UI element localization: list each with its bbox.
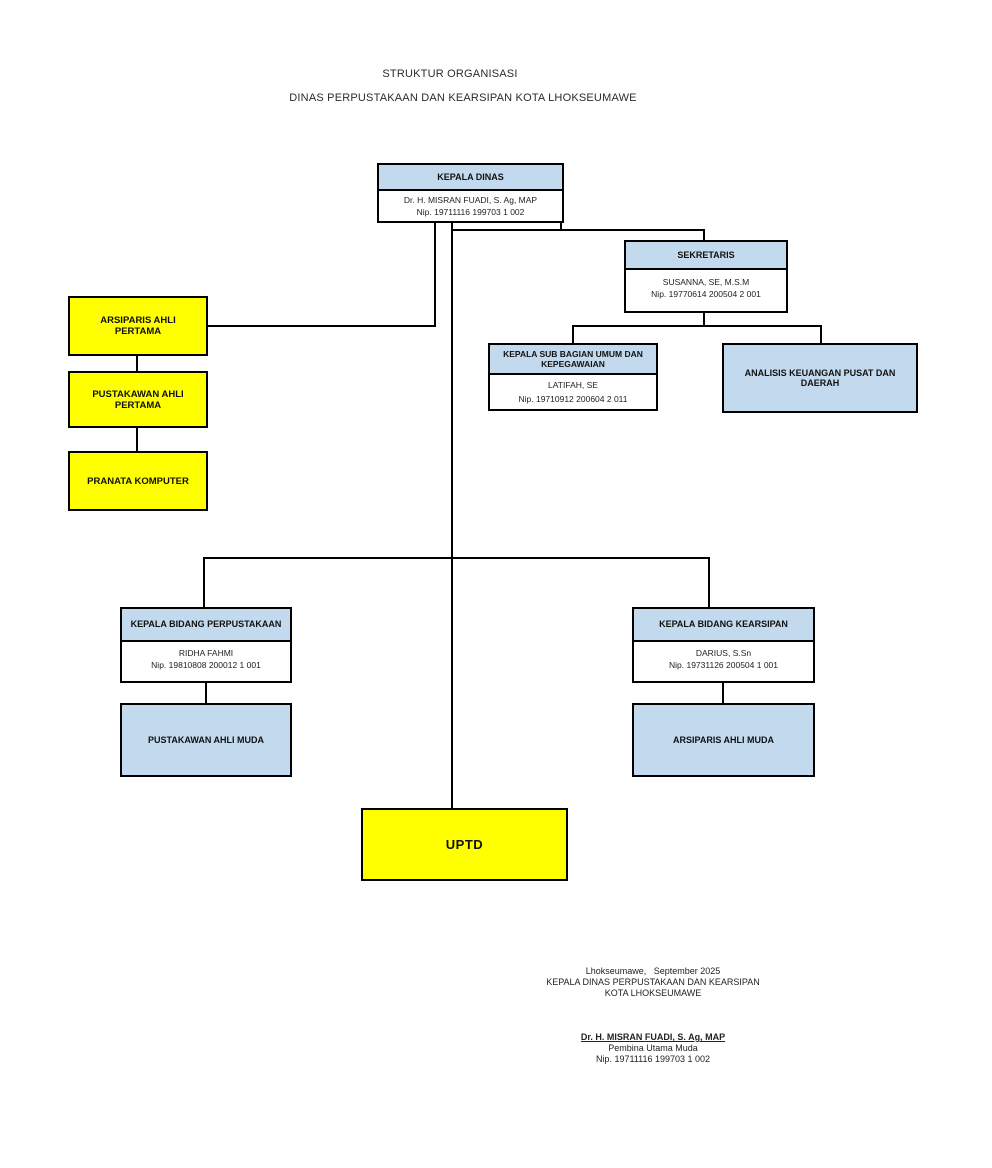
connector-pustakawan-muda-drop bbox=[205, 683, 207, 704]
org-box-kepala-bidang-perpustakaan-title: KEPALA BIDANG PERPUSTAKAAN bbox=[122, 609, 290, 642]
org-box-label: PUSTAKAWAN AHLI PERTAMA bbox=[92, 388, 184, 411]
org-box-label: PUSTAKAWAN AHLI MUDA bbox=[148, 735, 264, 745]
connector-sekretaris-horizontal bbox=[451, 229, 705, 231]
org-box-pustakawan-ahli-pertama: PUSTAKAWAN AHLI PERTAMA bbox=[68, 371, 208, 428]
org-box-pustakawan-ahli-muda: PUSTAKAWAN AHLI MUDA bbox=[120, 703, 292, 777]
org-box-kepala-dinas: KEPALA DINAS Dr. H. MISRAN FUADI, S. Ag,… bbox=[377, 163, 564, 223]
org-box-kepala-dinas-title: KEPALA DINAS bbox=[379, 165, 562, 191]
official-nip: Nip. 19731126 200504 1 001 bbox=[668, 660, 779, 670]
org-box-label: PRANATA KOMPUTER bbox=[87, 475, 189, 487]
signature-header: Lhokseumawe, September 2025 KEPALA DINAS… bbox=[453, 966, 853, 999]
org-box-arsiparis-ahli-muda: ARSIPARIS AHLI MUDA bbox=[632, 703, 815, 777]
official-nip: Nip. 19770614 200504 2 001 bbox=[651, 289, 761, 299]
official-name: RIDHA FAHMI bbox=[178, 648, 234, 658]
signature-footer: Dr. H. MISRAN FUADI, S. Ag, MAP Pembina … bbox=[453, 1032, 853, 1065]
connector-sub-split-horizontal bbox=[572, 325, 822, 327]
org-box-label: ARSIPARIS AHLI PERTAMA bbox=[100, 315, 176, 337]
org-box-kepala-dinas-body: Dr. H. MISRAN FUADI, S. Ag, MAP Nip. 197… bbox=[379, 191, 562, 221]
org-box-kepala-bidang-perpustakaan-body: RIDHA FAHMI Nip. 19810808 200012 1 001 bbox=[122, 642, 290, 681]
connector-analisis-drop bbox=[820, 325, 822, 345]
connector-bidang-perpustakaan-drop bbox=[203, 557, 205, 609]
connector-bidang-kearsipan-drop bbox=[708, 557, 710, 609]
org-box-arsiparis-ahli-pertama: ARSIPARIS AHLI PERTAMA bbox=[68, 296, 208, 356]
org-box-uptd: UPTD bbox=[361, 808, 568, 881]
connector-bidang-split-horizontal bbox=[203, 557, 710, 559]
org-box-analisis-keuangan: ANALISIS KEUANGAN PUSAT DAN DAERAH bbox=[722, 343, 918, 413]
org-box-label: UPTD bbox=[445, 837, 484, 852]
official-name: Dr. H. MISRAN FUADI, S. Ag, MAP bbox=[403, 195, 538, 205]
connector-sekretaris-bottom bbox=[703, 313, 705, 327]
org-box-pranata-komputer: PRANATA KOMPUTER bbox=[68, 451, 208, 511]
connector-yellow-1-2 bbox=[136, 356, 138, 372]
connector-left-branch-vertical bbox=[434, 222, 436, 327]
org-box-kepala-sub-bagian-body: LATIFAH, SE Nip. 19710912 200604 2 011 bbox=[490, 375, 656, 409]
official-name: LATIFAH, SE bbox=[548, 380, 598, 390]
connector-sekretaris-drop bbox=[703, 229, 705, 242]
org-box-label: ARSIPARIS AHLI MUDA bbox=[673, 735, 774, 745]
org-box-sekretaris-title: SEKRETARIS bbox=[626, 242, 786, 270]
official-nip: Nip. 19711116 199703 1 002 bbox=[416, 207, 525, 217]
signature-rank: Pembina Utama Muda bbox=[608, 1043, 698, 1053]
org-box-kepala-bidang-perpustakaan: KEPALA BIDANG PERPUSTAKAAN RIDHA FAHMI N… bbox=[120, 607, 292, 683]
connector-sub-bagian-drop bbox=[572, 325, 574, 345]
signature-nip: Nip. 19711116 199703 1 002 bbox=[595, 1054, 711, 1064]
page-title: STRUKTUR ORGANISASI bbox=[382, 68, 518, 80]
org-box-label: ANALISIS KEUANGAN PUSAT DAN DAERAH bbox=[744, 368, 896, 388]
org-box-kepala-bidang-kearsipan-body: DARIUS, S.Sn Nip. 19731126 200504 1 001 bbox=[634, 642, 813, 681]
org-box-kepala-bidang-kearsipan-title: KEPALA BIDANG KEARSIPAN bbox=[634, 609, 813, 642]
page-subtitle: DINAS PERPUSTAKAAN DAN KEARSIPAN KOTA LH… bbox=[289, 92, 637, 104]
connector-left-branch-horizontal bbox=[207, 325, 436, 327]
official-name: DARIUS, S.Sn bbox=[695, 648, 752, 658]
official-name: SUSANNA, SE, M.S.M bbox=[662, 277, 750, 287]
org-box-kepala-bidang-kearsipan: KEPALA BIDANG KEARSIPAN DARIUS, S.Sn Nip… bbox=[632, 607, 815, 683]
org-box-kepala-sub-bagian: KEPALA SUB BAGIAN UMUM DAN KEPEGAWAIAN L… bbox=[488, 343, 658, 411]
connector-arsiparis-muda-drop bbox=[722, 683, 724, 704]
connector-trunk-vertical bbox=[451, 222, 453, 810]
org-box-kepala-sub-bagian-title: KEPALA SUB BAGIAN UMUM DAN KEPEGAWAIAN bbox=[490, 345, 656, 375]
org-box-sekretaris: SEKRETARIS SUSANNA, SE, M.S.M Nip. 19770… bbox=[624, 240, 788, 313]
org-box-sekretaris-body: SUSANNA, SE, M.S.M Nip. 19770614 200504 … bbox=[626, 270, 786, 311]
connector-yellow-2-3 bbox=[136, 428, 138, 452]
official-nip: Nip. 19710912 200604 2 011 bbox=[518, 394, 628, 404]
connector-kepala-dinas-stub bbox=[560, 222, 562, 231]
signature-office-line2: KOTA LHOKSEUMAWE bbox=[604, 988, 702, 998]
signature-place-date: Lhokseumawe, September 2025 bbox=[585, 966, 721, 976]
signature-name: Dr. H. MISRAN FUADI, S. Ag, MAP bbox=[580, 1032, 726, 1042]
signature-office-line1: KEPALA DINAS PERPUSTAKAAN DAN KEARSIPAN bbox=[546, 977, 760, 987]
official-nip: Nip. 19810808 200012 1 001 bbox=[151, 660, 261, 670]
